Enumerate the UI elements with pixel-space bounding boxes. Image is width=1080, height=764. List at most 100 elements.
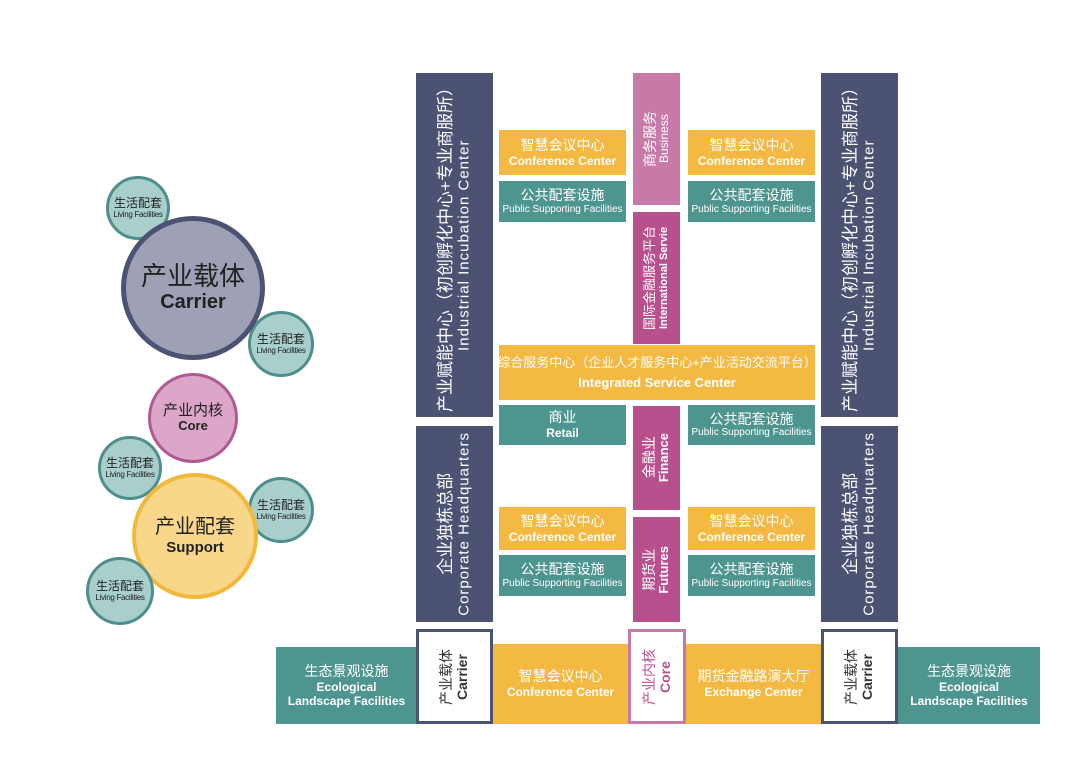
label: 企业独栋总部: [841, 473, 861, 575]
label: Conference Center: [508, 153, 617, 168]
label: 产业配套: [155, 515, 235, 538]
label: 智慧会议中心: [520, 136, 605, 153]
label: Integrated Service Center: [578, 374, 736, 390]
label: Living Facilities: [256, 346, 306, 356]
label: 智慧会议中心: [518, 668, 603, 685]
incubation-center-left: 产业赋能中心（初创孵化中心+专业商服所）Industrial Incubatio…: [416, 73, 493, 417]
label: 公共配套设施: [709, 410, 794, 427]
label: Corporate Headquarters: [860, 432, 878, 616]
label: Industrial Incubation Center: [860, 139, 878, 351]
label: 产业载体: [438, 648, 455, 705]
label: Conference Center: [508, 529, 617, 544]
label: 生活配套: [105, 455, 154, 470]
label: 企业独栋总部: [436, 473, 456, 575]
label: Industrial Incubation Center: [455, 139, 473, 351]
label: 期货金融路演大厅: [697, 668, 810, 685]
label: Business: [656, 114, 671, 164]
integrated-service-center: 综合服务中心（企业人才服务中心+产业活动交流平台） Integrated Serv…: [497, 345, 817, 400]
label: 产业载体: [843, 648, 860, 705]
label: 公共配套设施: [520, 187, 605, 204]
label: Public Supporting Facilities: [691, 577, 812, 589]
label: Conference Center: [506, 685, 615, 700]
label: 生态景观设施: [927, 662, 1011, 679]
label: Carrier: [454, 653, 471, 700]
label: Public Supporting Facilities: [502, 203, 623, 215]
label: Finance: [656, 433, 672, 483]
label: Futures: [656, 545, 672, 594]
label: 生活配套: [95, 578, 144, 593]
label: 公共配套设施: [520, 561, 605, 578]
label: Exchange Center: [704, 685, 803, 700]
label: 产业赋能中心（初创孵化中心+专业商服所）: [841, 78, 861, 412]
label: International Servie: [657, 226, 670, 330]
label: 智慧会议中心: [709, 512, 794, 529]
label: Public Supporting Facilities: [691, 427, 812, 439]
label: 智慧会议中心: [520, 512, 605, 529]
label: Retail: [546, 426, 579, 441]
label: 综合服务中心（企业人才服务中心+产业活动交流平台）: [497, 354, 817, 370]
label: 智慧会议中心: [709, 136, 794, 153]
label: 国际金融服务平台: [641, 225, 657, 330]
label: Corporate Headquarters: [455, 432, 473, 616]
label: Ecological Landscape Facilities: [287, 679, 406, 708]
label: 商业: [548, 409, 577, 426]
label: Living Facilities: [113, 210, 163, 220]
label: 生活配套: [256, 331, 305, 346]
label: Core: [178, 418, 208, 434]
label: Carrier: [160, 291, 226, 314]
label: 商务服务: [641, 111, 658, 167]
label: 产业内核: [162, 401, 223, 419]
label: Support: [166, 538, 224, 556]
label: 生态景观设施: [304, 662, 389, 679]
label: 生活配套: [256, 497, 305, 512]
label: Living Facilities: [95, 593, 145, 603]
incubation-center-right: 产业赋能中心（初创孵化中心+专业商服所）Industrial Incubatio…: [821, 73, 898, 417]
label: Public Supporting Facilities: [502, 577, 623, 589]
label: Living Facilities: [105, 470, 155, 480]
label: 公共配套设施: [709, 187, 794, 204]
label: 生活配套: [113, 195, 162, 210]
label: 产业赋能中心（初创孵化中心+专业商服所）: [436, 78, 456, 412]
label: Ecological Landscape Facilities: [910, 679, 1028, 708]
label: Core: [657, 660, 673, 693]
label: Conference Center: [697, 529, 806, 544]
label: 公共配套设施: [709, 561, 794, 578]
label: Carrier: [859, 653, 876, 700]
label: Conference Center: [697, 153, 806, 168]
label: 金融业: [640, 437, 657, 479]
label: Public Supporting Facilities: [691, 203, 812, 215]
label: Living Facilities: [256, 512, 306, 522]
label: 期货业: [640, 548, 657, 591]
label: 产业内核: [640, 648, 657, 705]
